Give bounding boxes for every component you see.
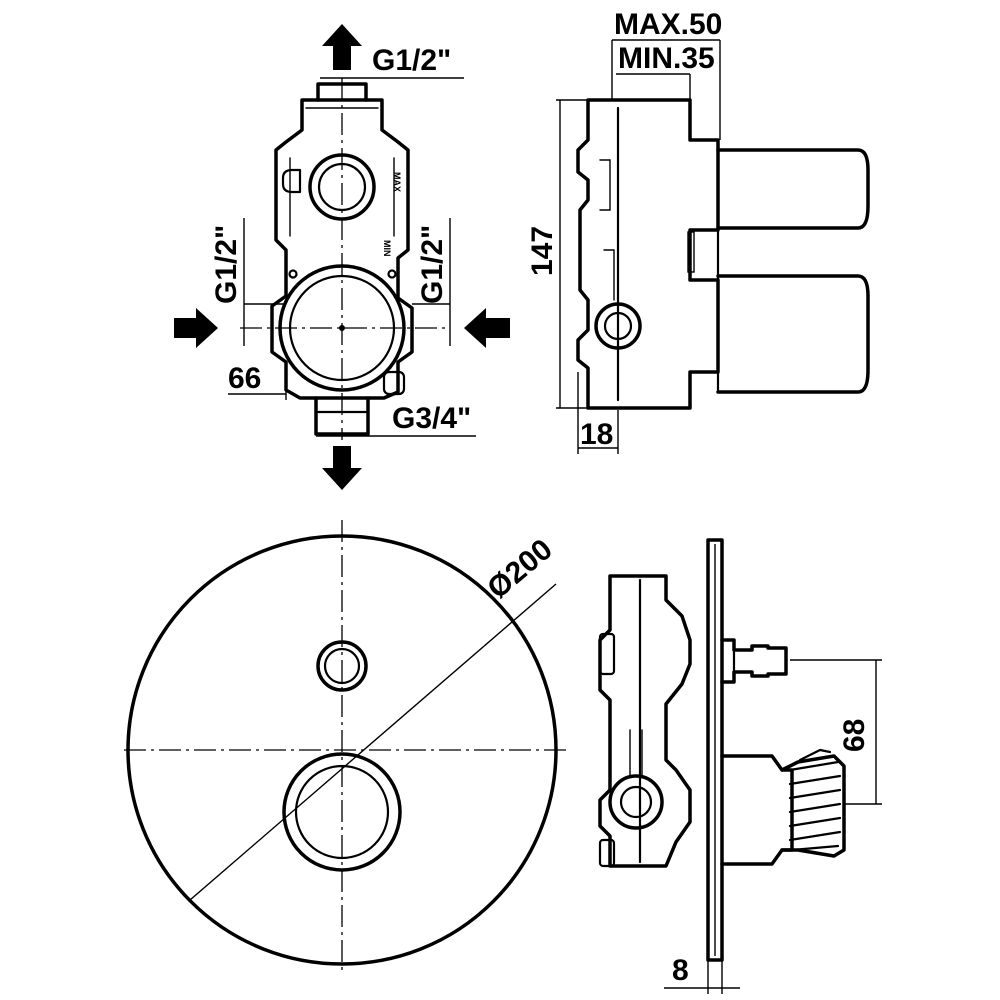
dim-height: 147 <box>526 226 559 276</box>
max-mark: MAX <box>392 172 402 192</box>
arrow-down-icon <box>322 446 362 490</box>
dim-offset: 18 <box>580 418 613 451</box>
dim-bottom-connection: G3/4" <box>392 402 471 435</box>
plate-side-view: 68 8 <box>598 538 882 994</box>
arrow-up-icon <box>322 24 362 70</box>
cover-plate <box>126 534 558 966</box>
dim-min-depth: MIN.35 <box>618 42 715 75</box>
dim-max-depth: MAX.50 <box>614 8 722 41</box>
arrow-right-icon <box>174 308 218 348</box>
valve-side-view: MAX.50 MIN.35 147 18 <box>526 8 870 454</box>
arrow-left-icon <box>464 308 510 348</box>
dim-right-connection: G1/2" <box>416 225 449 304</box>
min-mark: MIN <box>382 240 392 257</box>
cover-plate-side <box>706 538 724 962</box>
dim-plate-thickness: 8 <box>672 954 689 987</box>
dim-top-connection: G1/2" <box>372 44 451 77</box>
control-knob <box>282 752 402 872</box>
dim-plate-diameter: Ø200 <box>481 533 558 605</box>
valve-front-view: MAX MIN G1/2" G1/2" G1/2" 66 G3/4" <box>174 24 510 490</box>
dim-width-left: 66 <box>228 362 261 395</box>
dim-handle-spacing: 68 <box>838 719 871 752</box>
dim-left-connection: G1/2" <box>210 225 243 304</box>
plate-front-view: Ø200 <box>124 520 566 970</box>
